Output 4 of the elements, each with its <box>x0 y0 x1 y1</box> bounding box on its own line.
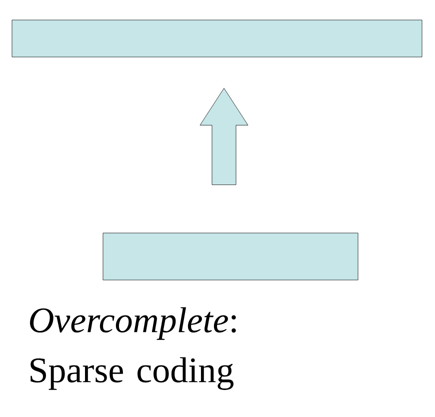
caption-text: Overcomplete: Sparse coding <box>30 307 236 390</box>
block-arrow <box>200 88 248 185</box>
box <box>102 232 358 280</box>
box <box>12 20 422 58</box>
